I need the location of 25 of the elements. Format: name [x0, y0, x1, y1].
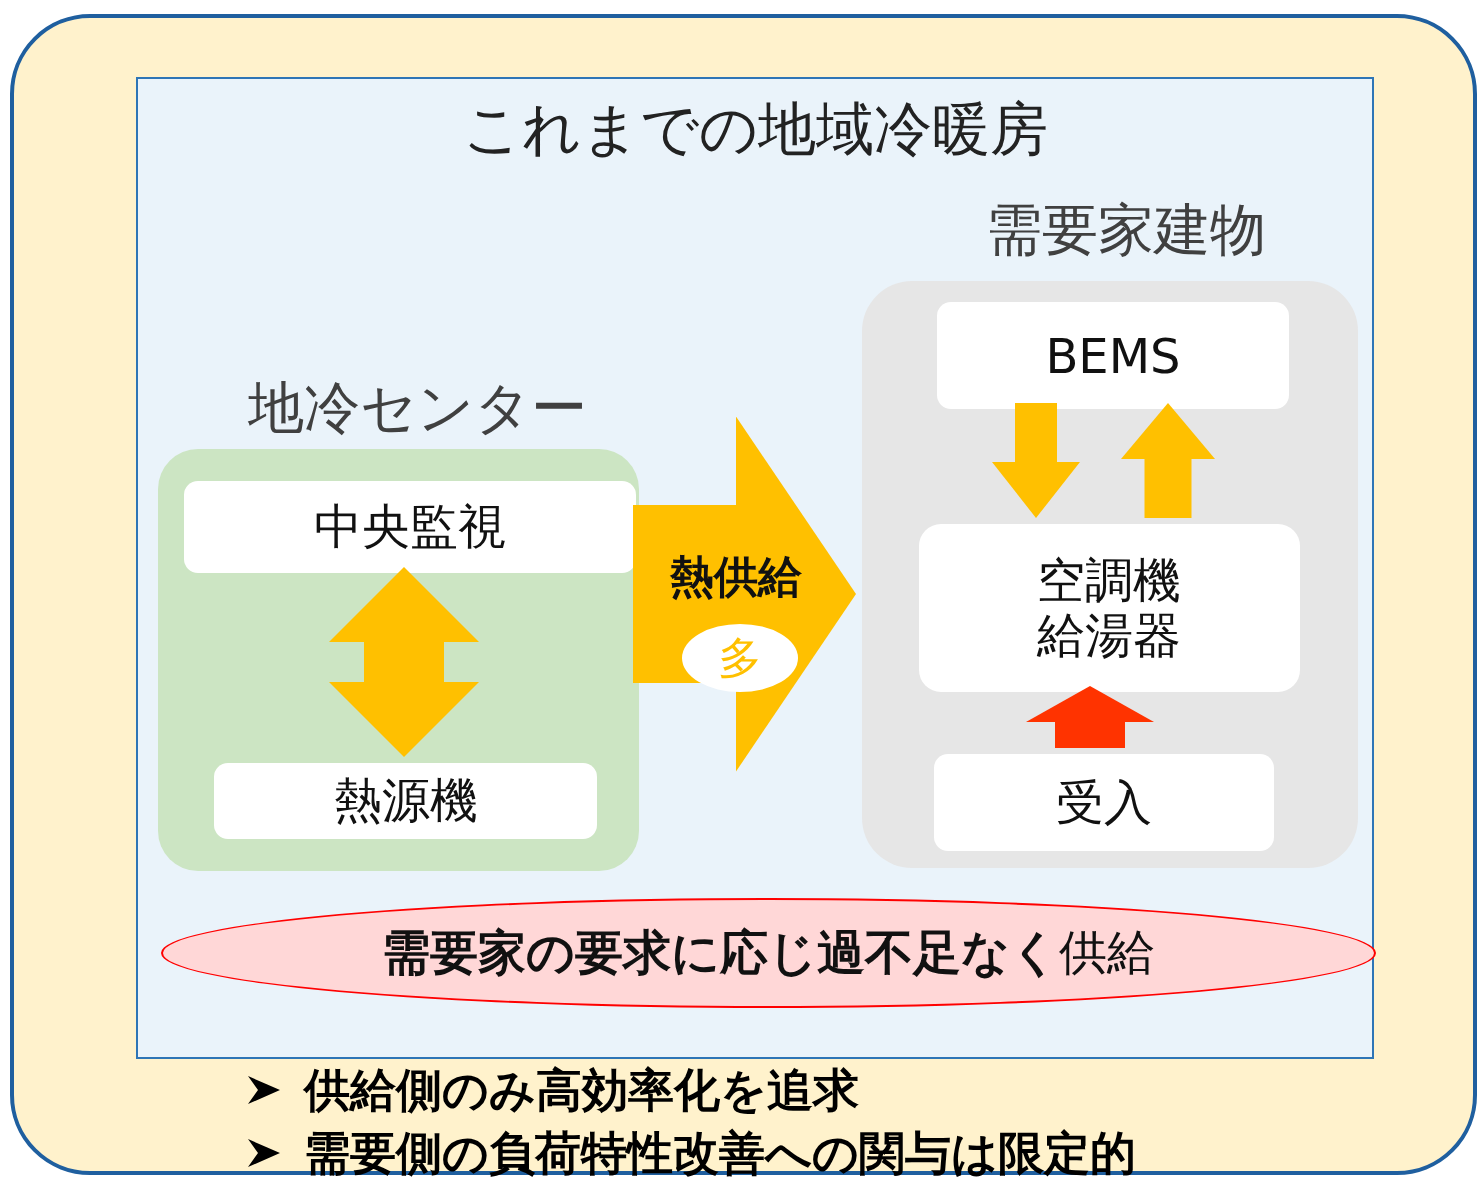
process-box: [214, 763, 597, 839]
node-label: 熱源機: [333, 771, 478, 830]
summary-text: 需要家の要求に応じ過不足なく供給: [382, 923, 1155, 982]
node-label: 中央監視: [314, 497, 506, 556]
panel-background: [10, 14, 1477, 1175]
node-label: 受入: [1056, 772, 1152, 832]
group-heading: 地冷センター: [248, 374, 587, 442]
block-arrow: [1026, 686, 1154, 748]
block-arrow: [1121, 403, 1215, 518]
process-box: [937, 302, 1289, 409]
edge-label: 熱供給: [670, 550, 802, 604]
block-arrow: [633, 416, 856, 772]
block-arrow: [992, 403, 1080, 518]
panel-background: [136, 77, 1374, 1059]
bullet-text: 需要側の負荷特性改善への関与は限定的: [304, 1125, 1136, 1177]
node-label: 多: [718, 630, 762, 685]
process-box: [919, 524, 1300, 692]
bullet-text: 供給側のみ高効率化を追求: [304, 1062, 859, 1119]
node-label: 空調機給湯器: [1036, 552, 1183, 664]
group-heading: 需要家建物: [986, 196, 1266, 264]
process-box: [184, 481, 636, 573]
node-label: BEMS: [1045, 327, 1181, 384]
title-text: これまでの地域冷暖房: [461, 94, 1049, 165]
double-arrow: [329, 567, 479, 757]
process-box: [934, 754, 1274, 851]
